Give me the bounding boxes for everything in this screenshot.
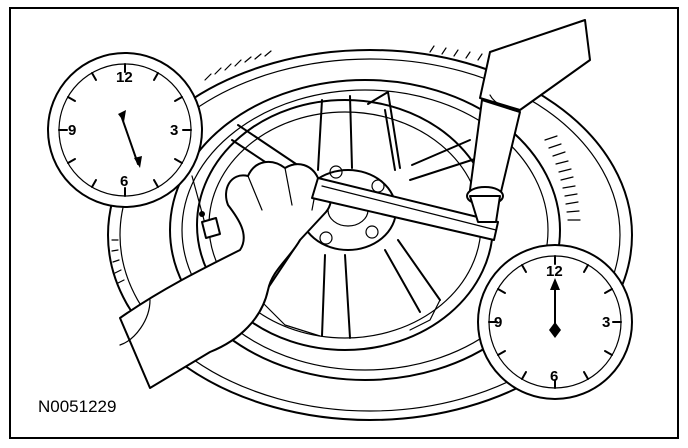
clock-right-9: 9: [494, 314, 502, 331]
clock-right-12: 12: [546, 263, 563, 280]
figure-id-label: N0051229: [38, 397, 116, 416]
clock-left: 12 3 6 9: [47, 52, 203, 208]
tire-icon: [107, 45, 633, 421]
clock-right: 12 3 6 9: [477, 244, 633, 400]
clock-left-6: 6: [120, 173, 128, 190]
clock-right-6: 6: [550, 368, 558, 385]
lug-wrench-icon: [311, 19, 591, 241]
clock-left-9: 9: [68, 122, 76, 139]
clock-left-3: 3: [170, 122, 178, 139]
clock-right-3: 3: [602, 314, 610, 331]
clock-left-hand: [121, 117, 139, 165]
clock-left-12: 12: [116, 69, 133, 86]
lug-nut-icon: [191, 175, 221, 239]
hand-icon: [119, 160, 333, 389]
